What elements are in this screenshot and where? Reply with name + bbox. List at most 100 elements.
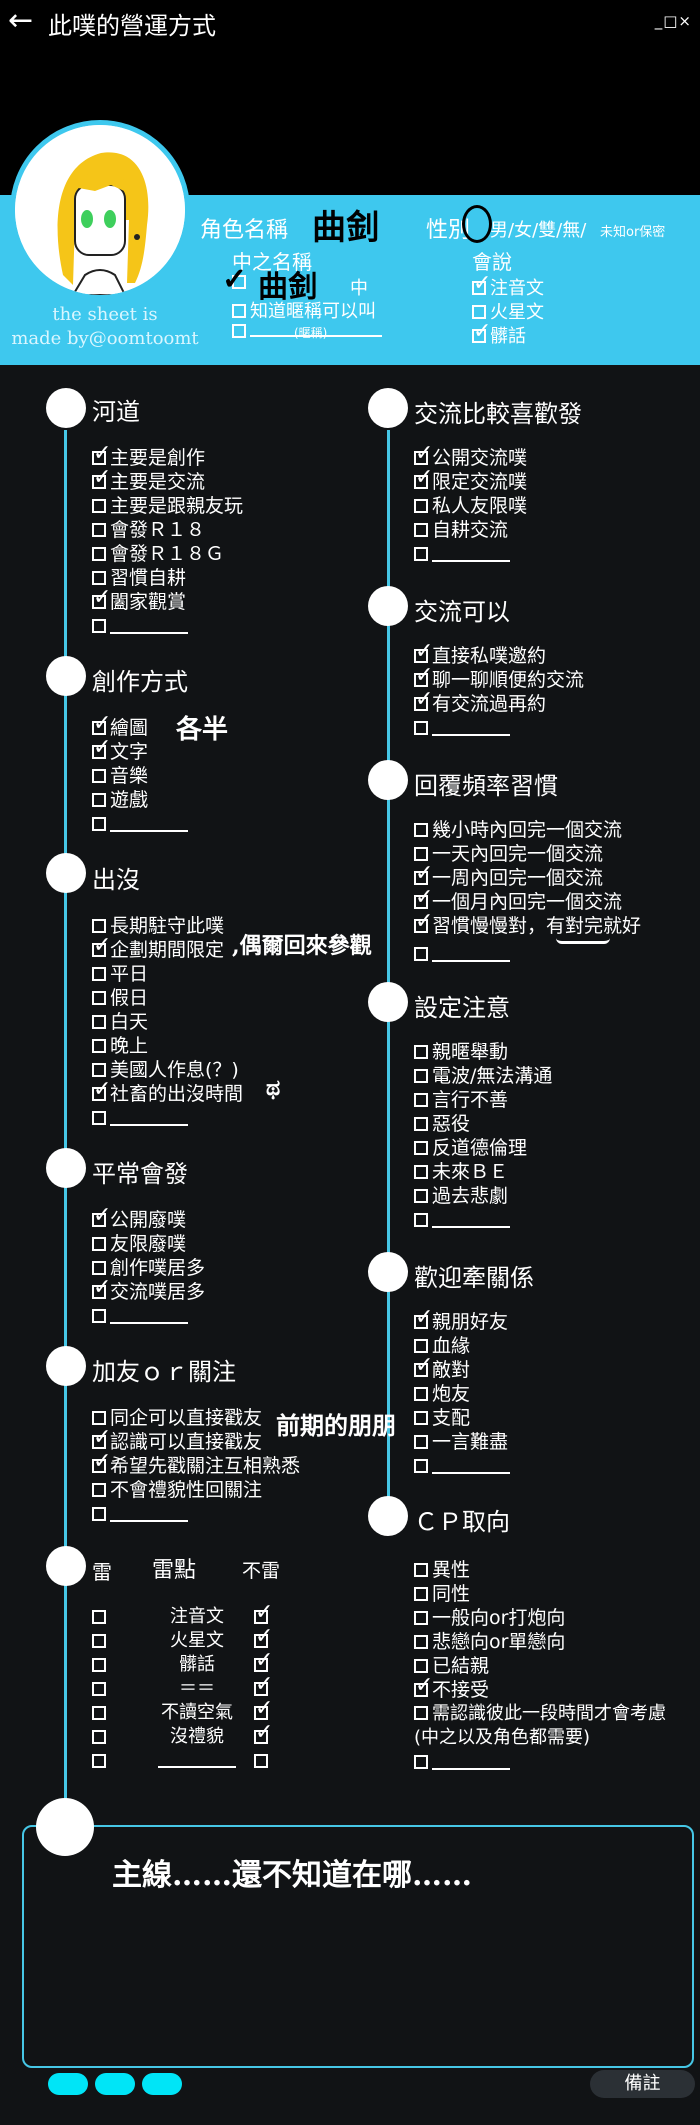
list-item[interactable]: 幾小時內回完一個交流 (414, 818, 622, 842)
checkbox[interactable] (92, 1507, 106, 1521)
not-mine-checkbox[interactable] (254, 1698, 273, 1720)
list-item[interactable]: 悲戀向or單戀向 (414, 1630, 565, 1654)
checkbox[interactable] (414, 1755, 428, 1769)
list-item[interactable]: 需認識彼此一段時間才會考慮 (414, 1702, 666, 1726)
checkbox[interactable] (414, 1165, 428, 1179)
list-item[interactable]: 友限廢噗 (92, 1232, 186, 1256)
list-item[interactable]: 已結親 (414, 1654, 489, 1678)
checkbox[interactable] (92, 1039, 106, 1053)
checkbox[interactable] (414, 1189, 428, 1203)
checkbox[interactable] (92, 1237, 106, 1251)
nickname-blank-checkbox[interactable] (232, 324, 246, 338)
list-item[interactable]: 聊一聊順便約交流 (414, 665, 584, 692)
blank-field[interactable] (432, 1458, 510, 1474)
list-item[interactable]: 血緣 (414, 1334, 470, 1358)
checkbox[interactable] (92, 547, 106, 561)
checkbox[interactable] (414, 1141, 428, 1155)
checkbox[interactable] (92, 467, 111, 489)
list-item[interactable]: 親暱舉動 (414, 1040, 508, 1064)
checkbox[interactable] (414, 1069, 428, 1083)
list-item[interactable]: 同性 (414, 1582, 470, 1606)
checkbox[interactable] (414, 1339, 428, 1353)
list-item[interactable]: 敵對 (414, 1355, 470, 1382)
checkbox[interactable] (92, 713, 111, 735)
page-indicator[interactable] (95, 2073, 135, 2095)
not-mine-checkbox[interactable] (254, 1650, 273, 1672)
checkbox[interactable] (92, 967, 106, 981)
list-item[interactable]: 電波/無法溝通 (414, 1064, 552, 1088)
list-item[interactable]: 音樂 (92, 764, 148, 788)
blank-item[interactable] (414, 716, 510, 740)
checkbox[interactable] (92, 1111, 106, 1125)
not-mine-checkbox[interactable] (254, 1626, 273, 1648)
checkbox[interactable] (414, 847, 428, 861)
list-item[interactable]: 會發Ｒ１８Ｇ (92, 542, 224, 566)
list-item[interactable]: 未來ＢＥ (414, 1160, 508, 1184)
checkbox[interactable] (414, 823, 428, 837)
checkbox[interactable] (92, 919, 106, 933)
checkbox[interactable] (92, 1451, 111, 1473)
list-item[interactable]: 不會禮貌性回關注 (92, 1478, 262, 1502)
checkbox[interactable] (92, 1277, 111, 1299)
checkbox[interactable] (414, 1307, 433, 1329)
checkbox[interactable] (414, 689, 433, 711)
list-item[interactable]: 不接受 (414, 1675, 489, 1702)
mine-checkbox[interactable] (92, 1634, 106, 1648)
checkbox[interactable] (92, 587, 111, 609)
list-item[interactable]: 繪圖 (92, 713, 148, 740)
checkbox[interactable] (414, 665, 433, 687)
checkbox[interactable] (414, 721, 428, 735)
checkbox[interactable] (414, 1411, 428, 1425)
list-item[interactable]: 言行不善 (414, 1088, 508, 1112)
list-item[interactable]: 公開廢噗 (92, 1205, 186, 1232)
checkbox[interactable] (92, 443, 111, 465)
blank-item[interactable] (414, 1208, 510, 1232)
list-item[interactable]: 長期駐守此噗 (92, 914, 224, 938)
back-arrow-icon[interactable]: ← (8, 3, 34, 38)
list-item[interactable]: 自耕交流 (414, 518, 508, 542)
checkbox[interactable] (92, 1411, 106, 1425)
nickname-checkbox[interactable] (232, 304, 246, 318)
blank-field[interactable] (110, 1308, 188, 1324)
blank-item[interactable] (414, 1750, 510, 1774)
checkbox[interactable] (92, 1261, 106, 1275)
checkbox[interactable] (92, 935, 111, 957)
list-item[interactable]: 習慣自耕 (92, 566, 186, 590)
blank-item[interactable] (92, 1502, 188, 1526)
mine-checkbox[interactable] (92, 1754, 106, 1768)
not-mine-checkbox[interactable] (254, 1602, 273, 1624)
checkbox[interactable] (414, 863, 433, 885)
checkbox[interactable] (92, 1015, 106, 1029)
list-item[interactable]: 一般向or打炮向 (414, 1606, 565, 1630)
list-item[interactable]: 平日 (92, 962, 148, 986)
list-item[interactable]: 一天內回完一個交流 (414, 842, 603, 866)
blank-field[interactable] (110, 816, 188, 832)
list-item[interactable]: 美國人作息(？) (92, 1058, 239, 1082)
list-item[interactable]: 主要是跟親友玩 (92, 494, 243, 518)
language-checkbox[interactable] (472, 273, 491, 295)
checkbox[interactable] (92, 619, 106, 633)
list-item[interactable]: 會發Ｒ１８ (92, 518, 205, 542)
blank-field[interactable] (432, 946, 510, 962)
list-item[interactable]: 異性 (414, 1558, 470, 1582)
blank-item[interactable] (414, 1454, 510, 1478)
checkbox[interactable] (92, 1427, 111, 1449)
blank-field[interactable] (432, 720, 510, 736)
language-checkbox[interactable] (472, 321, 491, 343)
blank-item[interactable] (92, 1106, 188, 1130)
checkbox[interactable] (92, 499, 106, 513)
list-item[interactable]: 晚上 (92, 1034, 148, 1058)
list-item[interactable]: 過去悲劇 (414, 1184, 508, 1208)
checkbox[interactable] (92, 769, 106, 783)
list-item[interactable]: 支配 (414, 1406, 470, 1430)
list-item[interactable]: 直接私噗邀約 (414, 641, 546, 668)
remark-button[interactable]: 備註 (590, 2070, 695, 2098)
blank-item[interactable] (92, 614, 188, 638)
checkbox[interactable] (414, 443, 433, 465)
list-item[interactable]: 主要是交流 (92, 467, 205, 494)
blank-item[interactable] (92, 812, 188, 836)
list-item[interactable]: 闔家觀賞 (92, 587, 186, 614)
checkbox[interactable] (414, 1045, 428, 1059)
mine-checkbox[interactable] (92, 1658, 106, 1672)
checkbox[interactable] (414, 1706, 428, 1720)
